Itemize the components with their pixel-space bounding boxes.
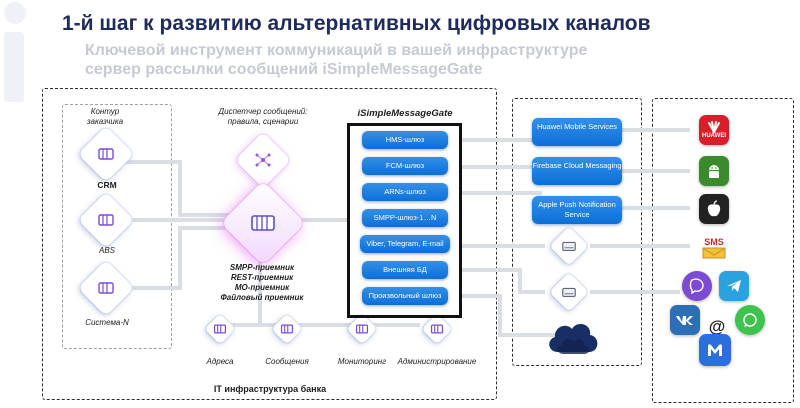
firebase-cloud-messaging[interactable]: Firebase Cloud Messaging bbox=[532, 157, 622, 185]
network-icon bbox=[255, 153, 271, 167]
messages-node[interactable] bbox=[271, 313, 303, 345]
gateway-viber-telegram-email[interactable]: Viber, Telegram, E-mail bbox=[360, 235, 450, 253]
huawei-icon bbox=[708, 121, 720, 133]
whatsapp-icon bbox=[743, 313, 757, 327]
system-n-node[interactable] bbox=[77, 259, 135, 317]
telegram-icon bbox=[727, 280, 741, 292]
envelope-icon bbox=[702, 247, 726, 259]
customer-contour-line-2: заказчика bbox=[86, 116, 124, 126]
gateway-smpp[interactable]: SMPP-шлюз-1…N bbox=[362, 209, 448, 227]
channels-frame bbox=[652, 98, 794, 403]
apple-push-notification-service[interactable]: Apple Push Notification Service bbox=[532, 196, 622, 224]
receiver-rest: REST-приемник bbox=[230, 273, 294, 282]
dispatcher-label: Диспетчер сообщений: правила, сценарии bbox=[218, 107, 308, 126]
server-icon bbox=[98, 214, 114, 226]
page-title: 1-й шаг к развитию альтернативных цифров… bbox=[62, 12, 651, 35]
server-icon bbox=[98, 148, 114, 160]
bank-infrastructure-label: IT инфраструктура банка bbox=[213, 384, 327, 394]
whatsapp-channel[interactable] bbox=[735, 305, 765, 335]
system-n-label: Система-N bbox=[85, 318, 129, 327]
logo-dot bbox=[4, 2, 26, 24]
page-subtitle-2: сервер рассылки сообщений iSimpleMessage… bbox=[85, 61, 483, 78]
monitoring-node[interactable] bbox=[346, 313, 378, 345]
messages-label: Сообщения bbox=[265, 357, 309, 366]
email-icon: @ bbox=[708, 317, 726, 336]
apple-channel[interactable] bbox=[699, 194, 729, 224]
huawei-badge: HUAWEI bbox=[702, 133, 726, 139]
cloud-icon bbox=[549, 324, 598, 354]
monitoring-label: Мониторинг bbox=[337, 357, 387, 366]
receiver-mo: MO-приемник bbox=[234, 283, 290, 292]
gateway-custom[interactable]: Произвольный шлюз bbox=[362, 287, 448, 305]
viber-icon bbox=[689, 278, 704, 295]
administration-label: Администрирование bbox=[397, 357, 477, 366]
crm-node[interactable] bbox=[77, 125, 135, 183]
gate-title: iSimpleMessageGate bbox=[357, 108, 453, 119]
server-icon bbox=[280, 324, 294, 334]
telegram-channel[interactable] bbox=[719, 271, 749, 301]
administration-node[interactable] bbox=[421, 313, 453, 345]
gateway-fcm[interactable]: FCM-шлюз bbox=[362, 157, 448, 175]
receivers-hub[interactable] bbox=[220, 180, 306, 266]
dispatcher-node[interactable] bbox=[234, 131, 292, 189]
android-channel[interactable] bbox=[699, 156, 729, 186]
server-icon bbox=[251, 215, 275, 231]
abs-node[interactable] bbox=[77, 191, 135, 249]
customer-contour-label: Контур заказчика bbox=[80, 107, 130, 126]
receiver-file: Файловый приемник bbox=[220, 293, 304, 302]
gateway-hms[interactable]: HMS-шлюз bbox=[362, 131, 448, 149]
crm-label: CRM bbox=[97, 180, 117, 190]
server-icon bbox=[98, 282, 114, 294]
server-icon bbox=[213, 324, 227, 334]
receiver-smpp: SMPP-приемник bbox=[229, 263, 295, 272]
huawei-channel[interactable]: HUAWEI bbox=[699, 115, 729, 145]
abs-label: ABS bbox=[98, 246, 115, 255]
sms-channel[interactable]: SMS bbox=[699, 233, 729, 263]
sms-badge: SMS bbox=[704, 237, 724, 247]
server-icon bbox=[430, 324, 444, 334]
dispatcher-line-1: Диспетчер сообщений: bbox=[218, 107, 308, 116]
push-services-frame bbox=[512, 98, 642, 366]
vk-channel[interactable] bbox=[670, 305, 700, 335]
huawei-mobile-services[interactable]: Huawei Mobile Services bbox=[532, 118, 622, 146]
receivers-list: SMPP-приемник REST-приемник MO-приемник … bbox=[212, 263, 312, 303]
background-logo bbox=[0, 0, 40, 110]
gateway-external-db[interactable]: Внешняя БД bbox=[362, 261, 448, 279]
customer-contour-line-1: Контур bbox=[90, 107, 120, 116]
android-icon bbox=[709, 165, 719, 178]
dispatcher-line-2: правила, сценарии bbox=[227, 116, 299, 126]
vk-icon bbox=[676, 316, 693, 325]
db-storage-node[interactable] bbox=[549, 272, 589, 312]
gateway-arns[interactable]: ARNs-шлюз bbox=[362, 183, 448, 201]
viber-channel[interactable] bbox=[682, 271, 712, 301]
server-icon bbox=[355, 324, 369, 334]
sms-storage-node[interactable] bbox=[549, 226, 589, 266]
addresses-node[interactable] bbox=[204, 313, 236, 345]
gateways-box bbox=[347, 123, 462, 318]
page-subtitle: Ключевой инструмент коммуникаций в вашей… bbox=[85, 42, 588, 59]
addresses-label: Адреса bbox=[206, 357, 234, 366]
max-channel[interactable] bbox=[699, 334, 731, 366]
logo-bar bbox=[4, 32, 24, 102]
storage-icon bbox=[562, 287, 576, 298]
max-icon bbox=[708, 344, 722, 356]
apple-icon bbox=[707, 200, 721, 217]
customer-contour-frame bbox=[62, 104, 172, 349]
storage-icon bbox=[562, 241, 576, 252]
